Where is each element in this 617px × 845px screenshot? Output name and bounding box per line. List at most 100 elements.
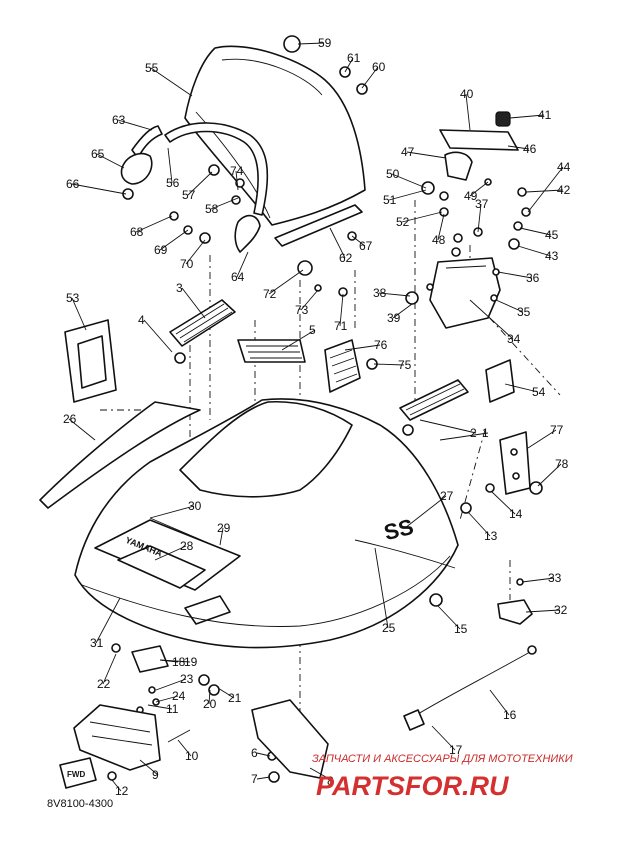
leader-line-11 xyxy=(147,704,173,710)
leader-line-9 xyxy=(139,759,159,776)
leader-line-53 xyxy=(71,297,87,331)
leader-line-7 xyxy=(256,776,271,780)
leader-line-60 xyxy=(361,66,379,89)
callout-25: 25 xyxy=(382,621,396,635)
front-hood xyxy=(74,398,459,649)
callout-76: 76 xyxy=(374,338,388,352)
callout-7: 7 xyxy=(251,772,258,786)
leader-line-40 xyxy=(465,93,471,131)
leader-line-74 xyxy=(235,170,239,191)
leader-line-44 xyxy=(527,166,564,213)
callout-38: 38 xyxy=(373,286,387,300)
leader-line-4 xyxy=(143,319,173,353)
leader-line-66 xyxy=(71,183,127,195)
leader-line-69 xyxy=(159,229,189,251)
hood-cable xyxy=(403,645,537,731)
callout-18: 18 xyxy=(172,655,186,669)
callout-45: 45 xyxy=(545,228,559,242)
leader-line-33 xyxy=(521,577,555,583)
callout-31: 31 xyxy=(90,636,104,650)
leader-line-48 xyxy=(437,213,445,241)
callout-39: 39 xyxy=(387,311,401,325)
leader-line-30 xyxy=(149,505,195,519)
callout-1: 1 xyxy=(482,426,489,440)
callout-70: 70 xyxy=(180,257,194,271)
callout-63: 63 xyxy=(112,113,126,127)
callout-50: 50 xyxy=(386,167,400,181)
leader-line-23 xyxy=(155,678,187,691)
callout-5: 5 xyxy=(309,323,316,337)
callout-24: 24 xyxy=(172,689,186,703)
callout-61: 61 xyxy=(347,51,361,65)
leader-line-12 xyxy=(111,779,122,792)
callout-2: 2 xyxy=(470,426,477,440)
leader-line-63 xyxy=(117,119,153,131)
leader-line-16 xyxy=(489,689,510,716)
callout-71: 71 xyxy=(334,319,348,333)
callout-40: 40 xyxy=(460,87,474,101)
callout-73: 73 xyxy=(295,303,309,317)
callout-62: 62 xyxy=(339,251,353,265)
leader-line-54 xyxy=(504,383,539,393)
callout-17: 17 xyxy=(449,743,463,757)
leader-line-3 xyxy=(181,287,206,319)
leader-line-62 xyxy=(329,227,346,259)
callout-53: 53 xyxy=(66,291,80,305)
callout-26: 26 xyxy=(63,412,77,426)
callout-74: 74 xyxy=(230,164,244,178)
leader-line-65 xyxy=(96,153,125,169)
fwd-badge-text: FWD xyxy=(67,770,85,779)
callout-15: 15 xyxy=(454,622,468,636)
leader-line-58 xyxy=(210,197,239,210)
diagram-code: 8V8100-4300 xyxy=(47,798,113,810)
leader-line-73 xyxy=(300,289,319,311)
callout-21: 21 xyxy=(228,691,242,705)
leader-line-19 xyxy=(159,659,191,663)
callout-69: 69 xyxy=(154,243,168,257)
leader-line-68 xyxy=(135,215,173,233)
callout-23: 23 xyxy=(180,672,194,686)
callout-27: 27 xyxy=(440,489,454,503)
leader-line-1 xyxy=(439,432,489,441)
callout-64: 64 xyxy=(231,270,245,284)
leader-line-36 xyxy=(497,271,533,279)
leader-line-22 xyxy=(102,653,117,685)
callout-68: 68 xyxy=(130,225,144,239)
callout-59: 59 xyxy=(318,36,332,50)
leader-line-77 xyxy=(527,429,557,449)
callout-13: 13 xyxy=(484,529,498,543)
callout-20: 20 xyxy=(203,697,217,711)
windshield xyxy=(184,45,366,226)
leader-line-71 xyxy=(339,293,344,327)
leader-line-32 xyxy=(525,609,561,613)
callout-4: 4 xyxy=(138,313,145,327)
air-intake-duct xyxy=(429,257,501,329)
callout-57: 57 xyxy=(182,188,196,202)
leader-line-5 xyxy=(281,329,316,351)
callout-43: 43 xyxy=(545,249,559,263)
callout-3: 3 xyxy=(176,281,183,295)
leader-line-28 xyxy=(154,545,187,561)
callout-9: 9 xyxy=(152,768,159,782)
callout-58: 58 xyxy=(205,202,219,216)
leader-line-38 xyxy=(378,292,411,297)
callout-33: 33 xyxy=(548,571,562,585)
side-plate xyxy=(485,359,515,403)
pin xyxy=(167,729,191,743)
callout-44: 44 xyxy=(557,160,571,174)
callout-77: 77 xyxy=(550,423,564,437)
leader-line-26 xyxy=(68,418,96,441)
windshield-holder xyxy=(234,204,363,253)
callout-75: 75 xyxy=(398,358,412,372)
leader-line-24 xyxy=(155,695,179,703)
leader-line-56 xyxy=(167,147,173,184)
leader-lines xyxy=(68,42,564,792)
leader-line-61 xyxy=(344,57,354,73)
callout-72: 72 xyxy=(263,287,277,301)
hood-stripe xyxy=(39,401,201,509)
leader-line-70 xyxy=(185,239,206,265)
leader-line-34 xyxy=(469,299,514,340)
callout-36: 36 xyxy=(526,271,540,285)
